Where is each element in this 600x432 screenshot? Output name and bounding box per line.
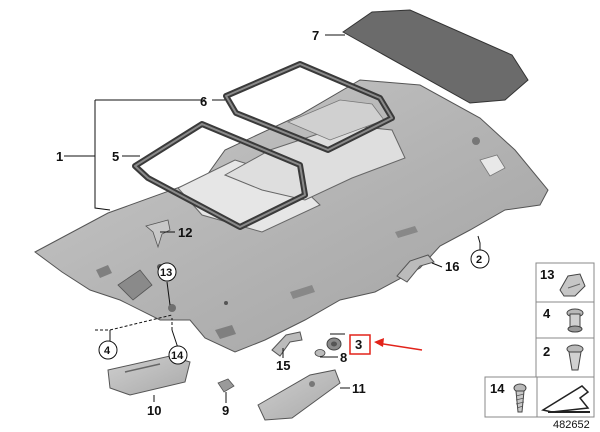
leader-lines [64, 34, 481, 403]
highlight-arrow [349, 334, 423, 355]
svg-text:13: 13 [160, 267, 172, 279]
legend-item-14[interactable]: 14 [490, 381, 527, 413]
svg-text:13: 13 [540, 267, 554, 282]
frame-seal-6 [223, 61, 395, 153]
callout-11[interactable]: 11 [352, 381, 366, 396]
callout-16[interactable]: 16 [445, 259, 459, 274]
callout-9[interactable]: 9 [222, 403, 229, 418]
document-number: 482652 [553, 419, 590, 431]
svg-text:2: 2 [476, 254, 482, 266]
callout-14-circle[interactable]: 14 [168, 345, 188, 365]
clip-9 [217, 378, 235, 393]
grab-handle-16 [396, 254, 435, 283]
svg-text:14: 14 [490, 381, 505, 396]
fastener-legend: 13 4 2 14 482652 [484, 262, 595, 431]
callout-10[interactable]: 10 [147, 403, 161, 418]
legend-arrow-icon [541, 385, 590, 413]
legend-item-13[interactable]: 13 [540, 267, 586, 297]
insulation-mat-7 [342, 9, 529, 104]
svg-text:4: 4 [104, 345, 111, 357]
headliner-part [34, 79, 549, 353]
callout-2-circle[interactable]: 2 [470, 249, 490, 269]
svg-text:2: 2 [543, 344, 550, 359]
callout-7[interactable]: 7 [312, 28, 319, 43]
callout-1[interactable]: 1 [56, 149, 63, 164]
callout-13-circle[interactable]: 13 [157, 262, 177, 282]
callout-6[interactable]: 6 [200, 94, 207, 109]
grab-handle-15 [271, 331, 303, 357]
callout-3[interactable]: 3 [355, 337, 362, 352]
frame-seal-5 [132, 121, 308, 230]
svg-text:4: 4 [543, 306, 551, 321]
svg-text:14: 14 [171, 350, 184, 362]
legend-item-2[interactable]: 2 [543, 344, 584, 371]
callout-labels: 1 5 6 7 12 16 3 8 15 11 10 9 2 13 4 14 [56, 28, 490, 418]
callout-15[interactable]: 15 [276, 358, 290, 373]
sun-visor-11 [257, 369, 341, 421]
clip-12 [145, 219, 171, 249]
clip-3 [326, 337, 342, 351]
clip-8 [314, 349, 326, 357]
callout-5[interactable]: 5 [112, 149, 119, 164]
callout-8[interactable]: 8 [340, 350, 347, 365]
legend-item-4[interactable]: 4 [543, 306, 584, 333]
callout-12[interactable]: 12 [178, 225, 192, 240]
callout-4-circle[interactable]: 4 [98, 340, 118, 360]
